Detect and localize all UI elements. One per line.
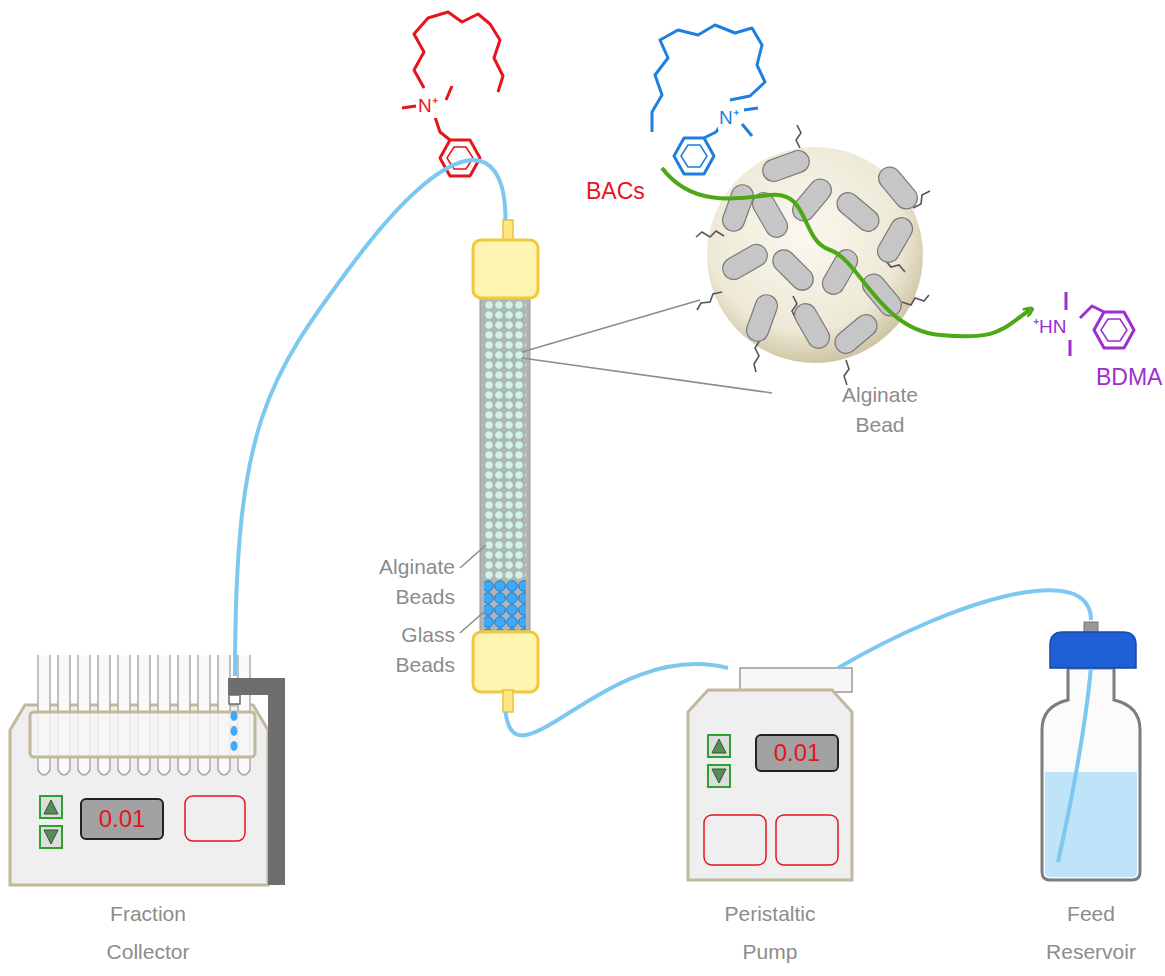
bdma-structure — [1066, 292, 1134, 356]
leader-lines — [460, 300, 772, 633]
compound-label: BACs — [586, 178, 645, 205]
display-readout: 0.01 — [755, 734, 839, 772]
feed-reservoir — [1042, 622, 1140, 880]
part-label: Alginate Beads — [363, 552, 455, 612]
alginate-bead — [696, 125, 930, 385]
tube-connector — [838, 590, 1091, 668]
device-label: Peristaltic Pump — [700, 895, 840, 971]
degradation-arrow — [662, 168, 1030, 336]
feed-reservoir: Feed Reservoir — [1042, 620, 1140, 880]
bac-structure — [652, 25, 765, 174]
device-label: Feed Reservoir — [1030, 895, 1152, 971]
charge-label: N⁺ — [417, 92, 439, 118]
column: Alginate BeadsGlass Beads — [473, 220, 538, 712]
column — [473, 220, 538, 712]
tube-connector — [235, 160, 506, 676]
fraction-collector: 0.01Fraction Collector — [10, 676, 285, 885]
peristaltic-pump: 0.01Peristaltic Pump — [688, 668, 853, 880]
part-label: Glass Beads — [363, 620, 455, 680]
charge-label: N⁺ — [718, 104, 740, 130]
bead: Alginate Bead — [707, 147, 923, 363]
tube-connector — [506, 664, 729, 735]
charge-label: ⁺HN — [1032, 313, 1067, 339]
bac-structure — [402, 12, 503, 176]
fraction-collector — [10, 655, 285, 885]
display-readout: 0.01 — [80, 798, 164, 840]
device-label: Fraction Collector — [88, 895, 208, 971]
part-label: Alginate Bead — [820, 380, 940, 440]
peristaltic-pump — [688, 668, 852, 880]
compound-label: BDMA — [1096, 364, 1162, 391]
